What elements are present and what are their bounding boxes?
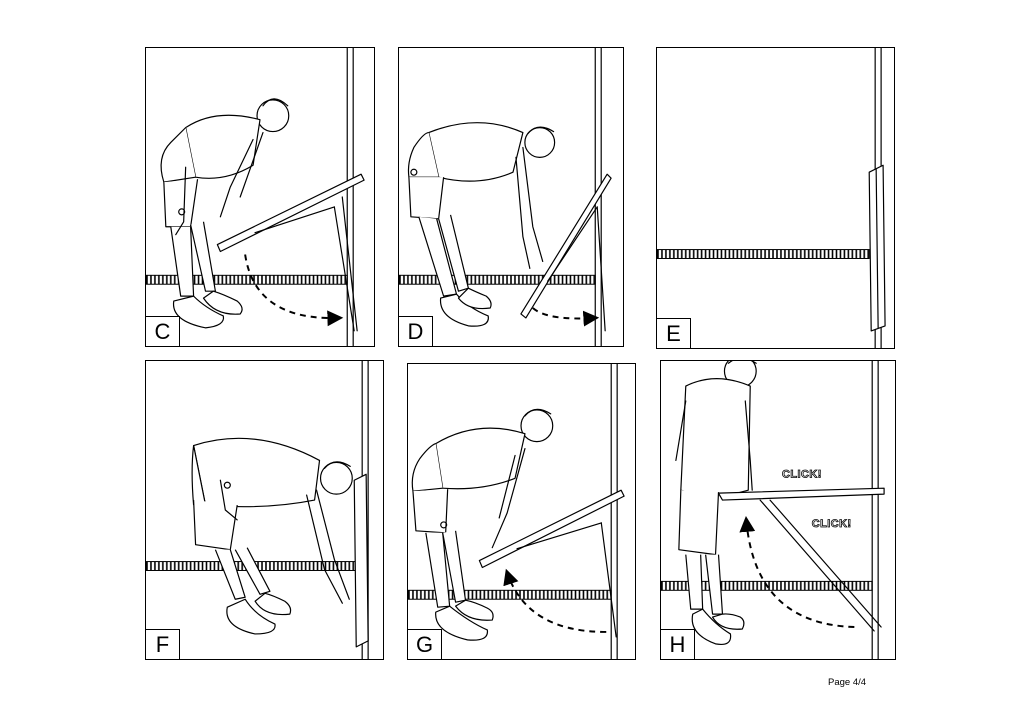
panel-letter: E bbox=[657, 318, 691, 348]
panel-f: F bbox=[145, 360, 384, 660]
panel-letter: F bbox=[146, 629, 180, 659]
panel-letter: G bbox=[408, 629, 442, 659]
panel-c: C bbox=[145, 47, 375, 347]
page-number: Page 4/4 bbox=[828, 677, 867, 688]
panel-letter: C bbox=[146, 316, 180, 346]
click-sound-label: CLICK! bbox=[782, 468, 822, 480]
illustration-table-folded bbox=[657, 48, 886, 348]
panel-d: D bbox=[398, 47, 624, 347]
panel-letter: D bbox=[399, 316, 433, 346]
illustration-table-fold-up bbox=[408, 364, 625, 659]
panel-letter: H bbox=[661, 629, 695, 659]
click-sound-label: CLICK! bbox=[812, 518, 852, 530]
panel-e: E bbox=[656, 47, 895, 349]
panel-h: CLICK! CLICK! H bbox=[660, 360, 896, 660]
panel-g: G bbox=[407, 363, 636, 660]
illustration-table-fold-up bbox=[146, 361, 369, 659]
illustration-table-fold-down bbox=[146, 48, 365, 346]
illustration-table-locked-open: CLICK! CLICK! bbox=[661, 361, 885, 659]
illustration-table-fold-down bbox=[399, 48, 612, 346]
